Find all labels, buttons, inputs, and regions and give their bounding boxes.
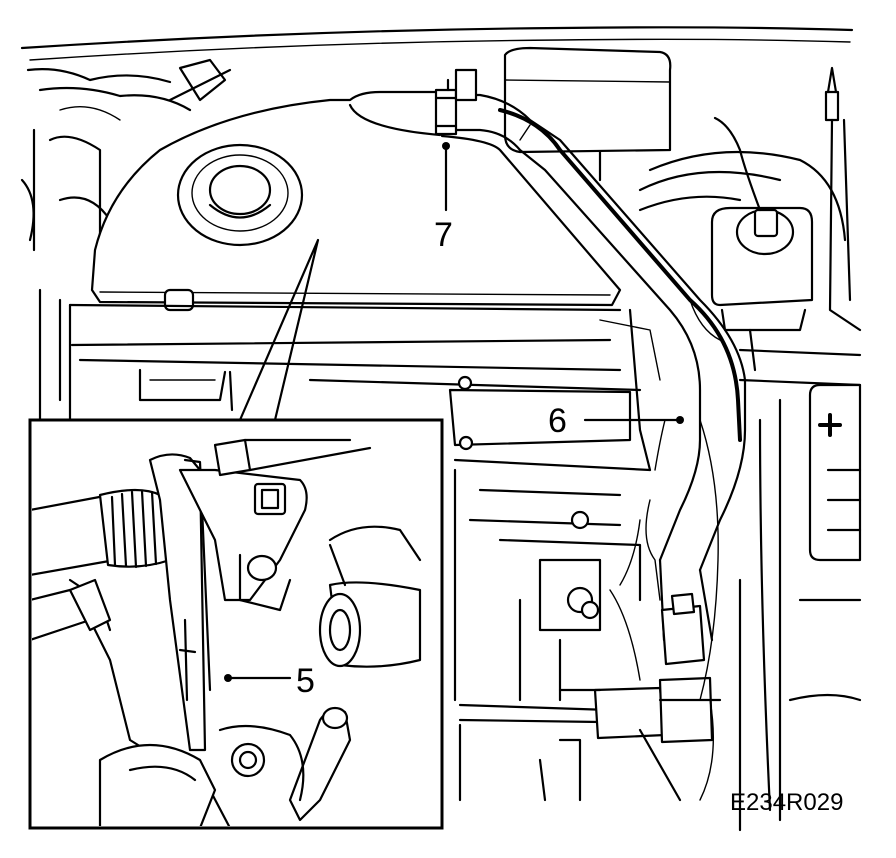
intake-hose: [434, 68, 747, 802]
callout-6: 6: [548, 402, 567, 440]
engine-cover: [90, 90, 622, 312]
inset-detail: [28, 418, 444, 830]
hood-edge: [20, 26, 854, 61]
engine-block: [68, 303, 661, 802]
right-background-parts: [503, 46, 862, 832]
figure-code: E234R029: [730, 789, 843, 816]
callout-5: 5: [296, 662, 315, 700]
left-background-parts: [20, 58, 232, 422]
inset-pointer: [238, 238, 320, 422]
callout-7: 7: [434, 216, 453, 254]
callout-leaders: [442, 142, 684, 424]
